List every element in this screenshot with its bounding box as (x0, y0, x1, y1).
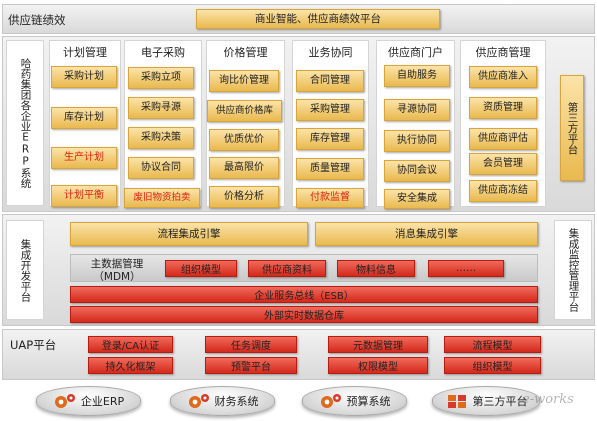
plan-item[interactable]: 计划平衡 (51, 185, 117, 207)
column-e-procurement (124, 40, 202, 207)
external-finance-label: 财务系统 (214, 395, 259, 408)
bi-platform-banner[interactable]: 商业智能、供应商绩效平台 (196, 9, 440, 29)
supply-chain-performance-label: 供应链绩效 (8, 13, 66, 27)
e-procurement-item[interactable]: 采购寻源 (128, 97, 194, 119)
external-budget-label: 预算系统 (346, 395, 391, 408)
mdm-label: 主数据管理（MDM） (90, 258, 144, 284)
column-title-portal: 供应商门户 (388, 46, 443, 59)
portal-item[interactable]: 协同会议 (384, 160, 450, 182)
price-item[interactable]: 最高限价 (209, 157, 279, 179)
business-item[interactable]: 采购管理 (296, 99, 364, 121)
external-erp[interactable]: 企业ERP (36, 386, 141, 416)
third-party-platform-top[interactable]: 第三方平台 (560, 75, 584, 181)
e-procurement-item[interactable]: 采购立项 (128, 67, 194, 89)
external-third-party-label: 第三方平台 (472, 395, 528, 408)
external-third-party[interactable]: 第三方平台 (432, 386, 540, 416)
integration-monitor-platform-label: 集成监控管理平台 (554, 220, 592, 320)
uap-item[interactable]: 登录/CA认证 (88, 336, 173, 353)
external-erp-label: 企业ERP (80, 395, 125, 408)
grid-box-icon (447, 395, 466, 408)
plan-item[interactable]: 采购计划 (51, 66, 117, 88)
portal-item[interactable]: 执行协同 (384, 130, 450, 152)
e-works-watermark: e-works (522, 392, 574, 407)
mdm-item[interactable]: 供应商资料 (248, 260, 326, 277)
uap-item[interactable]: 元数据管理 (328, 336, 428, 353)
supplier-mgmt-item[interactable]: 供应商准入 (469, 66, 537, 88)
uap-item[interactable]: 权限模型 (328, 357, 428, 374)
portal-item[interactable]: 自助服务 (384, 65, 450, 87)
uap-item[interactable]: 组织模型 (444, 357, 541, 374)
portal-item[interactable]: 安全集成 (384, 189, 450, 209)
message-engine-bar[interactable]: 消息集成引擎 (315, 222, 538, 246)
supplier-mgmt-item[interactable]: 供应商冻结 (469, 180, 537, 202)
column-business-collaboration (292, 40, 369, 207)
column-title-business: 业务协同 (308, 46, 353, 59)
uap-item[interactable]: 持久化框架 (88, 357, 173, 374)
external-finance[interactable]: 财务系统 (170, 386, 275, 416)
e-procurement-item[interactable]: 协议合同 (128, 157, 194, 179)
supplier-mgmt-item[interactable]: 资质管理 (469, 97, 537, 119)
column-title-price: 价格管理 (223, 46, 268, 59)
supplier-mgmt-item[interactable]: 供应商评估 (469, 128, 537, 150)
supplier-mgmt-item[interactable]: 会员管理 (469, 153, 537, 175)
process-engine-bar[interactable]: 流程集成引擎 (70, 222, 308, 246)
gears-icon (54, 394, 75, 408)
business-item[interactable]: 付款监督 (296, 188, 364, 208)
e-procurement-item[interactable]: 废旧物资拍卖 (124, 188, 200, 208)
column-title-plan: 计划管理 (63, 46, 107, 59)
plan-item[interactable]: 生产计划 (51, 147, 117, 169)
column-title-supplier-mgmt: 供应商管理 (475, 46, 531, 59)
gears-icon (320, 394, 341, 408)
mdm-item[interactable]: 物料信息 (337, 260, 415, 277)
price-item[interactable]: 优质优价 (209, 129, 279, 151)
e-procurement-item[interactable]: 采购决策 (128, 127, 194, 149)
mdm-item[interactable]: …… (428, 260, 504, 277)
group-erp-label: 哈药集团各企业ERP系统 (6, 40, 44, 206)
uap-item[interactable]: 流程模型 (444, 336, 541, 353)
esb-bar[interactable]: 企业服务总线（ESB） (70, 286, 538, 303)
integration-dev-platform-label: 集成开发平台 (6, 220, 44, 320)
plan-item[interactable]: 库存计划 (51, 107, 117, 129)
price-item[interactable]: 询比价管理 (209, 70, 279, 92)
gears-icon (188, 394, 209, 408)
business-item[interactable]: 合同管理 (296, 70, 364, 92)
price-item[interactable]: 价格分析 (209, 186, 279, 208)
business-item[interactable]: 质量管理 (296, 158, 364, 180)
column-price-management (206, 40, 285, 207)
mdm-item[interactable]: 组织模型 (165, 260, 237, 277)
external-budget[interactable]: 预算系统 (302, 386, 407, 416)
uap-item[interactable]: 任务调度 (205, 336, 297, 353)
column-title-e-procurement: 电子采购 (141, 46, 185, 59)
price-item[interactable]: 供应商价格库 (207, 100, 282, 122)
uap-item[interactable]: 预警平台 (205, 357, 297, 374)
business-item[interactable]: 库存管理 (296, 128, 364, 150)
portal-item[interactable]: 寻源协同 (384, 99, 450, 121)
realtime-data-warehouse-bar[interactable]: 外部实时数据仓库 (70, 306, 538, 323)
uap-platform-label: UAP平台 (10, 338, 57, 352)
